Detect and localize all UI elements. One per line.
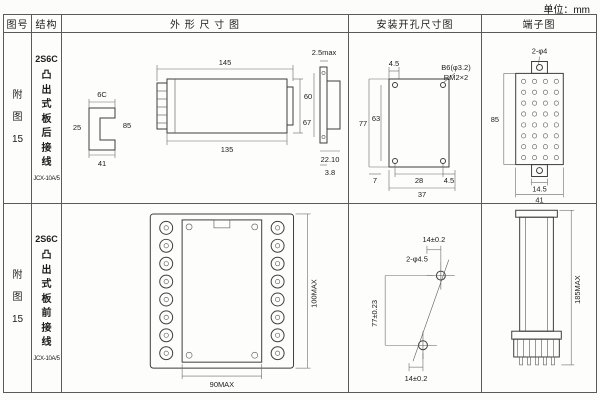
dim-label-cutout-height-outer: 77 [359,119,367,128]
structure-row1: 2S6C 凸 出 式 板 后 接 线 JCX-10A/5 [32,33,62,204]
dim-label-terminal-width-outer: 41 [535,195,543,203]
fig-no-row2: 附 图 15 [4,204,32,392]
terminal-board-view [503,56,564,198]
dim-label-depth-step: 3.8 [325,168,335,177]
structure-desc-row2: 凸 出 式 板 前 接 线 [41,250,52,349]
relay-front-view [149,213,311,380]
dim-label-hole-spec-front: 2-φ4.5 [406,255,428,264]
dim-label-hole-spacing: 77±0.23 [370,300,379,327]
terminal-drawing-rear: 2-φ4 85 14.5 41 [491,47,564,203]
dim-label-clip-left: 25 [73,123,81,132]
dim-label-flange-thickness: 2.5max [312,48,337,57]
terminal-drawing-front: 185MAX [511,209,582,366]
dim-label-terminal-width-inner: 14.5 [532,184,546,193]
relay-side-view [156,65,303,145]
outline-drawing-rear: 6C 25 85 41 [73,48,341,177]
outline-drawing-front: 90MAX 100MAX [149,213,318,389]
dim-label-front-width: 90MAX [210,380,234,389]
header-terminal: 端子图 [482,15,596,33]
structure-desc-row1: 凸 出 式 板 后 接 线 [41,70,52,169]
header-outline: 外 形 尺 寸 图 [62,15,349,33]
header-mounting: 安装开孔尺寸图 [349,15,482,33]
dim-label-clip-top: 6C [97,90,107,99]
mounting-holes-view [384,245,455,372]
dim-label-terminal-hole-spec: 2-φ4 [532,47,548,56]
dim-label-terminal-height: 85 [491,115,499,124]
fig-no-row1: 附 图 15 [4,33,32,204]
structure-relay-type-row2: JCX-10A/5 [33,355,60,362]
structure-relay-type-row1: JCX-10A/5 [33,175,60,182]
mounting-drawing-front: 14±0.2 2-φ4.5 77±0.23 14±0.2 [370,235,455,383]
mounting-cell-row1: 4.5 B6(φ3.2) RM2×2 77 63 7 28 4.5 37 [349,33,482,204]
dim-label-front-height: 100MAX [309,279,318,308]
header-fig-no: 图号 [4,15,32,33]
dim-label-hole-offset-bottom: 14±0.2 [405,374,428,383]
outline-cell-row1: 6C 25 85 41 [62,33,349,204]
dim-label-body-height: 67 [303,118,311,127]
clip-side-view [88,99,116,158]
dim-label-cutout-offset-bl: 7 [373,176,377,185]
panel-cutout-view [368,67,456,191]
dim-label-body-top: 145 [219,58,232,67]
relay-profile-view [511,209,575,366]
dim-label-cutout-offset-br: 4.5 [444,176,454,185]
outline-cell-row2: 90MAX 100MAX [62,204,349,392]
terminal-cell-row2: 185MAX [482,204,596,392]
relay-rear-view [313,60,341,166]
unit-label: 单位：mm [543,5,590,16]
dim-label-hole-offset-top: 14±0.2 [423,235,446,244]
drawing-table: 图号 结构 外 形 尺 寸 图 安装开孔尺寸图 端子图 附 图 15 2S6C … [3,14,597,393]
dim-label-thread-spec: RM2×2 [444,73,468,82]
structure-row2: 2S6C 凸 出 式 板 前 接 线 JCX-10A/5 [32,204,62,392]
dim-label-cutout-width-inner: 28 [415,176,423,185]
dim-label-cutout-height-inner: 63 [372,114,380,123]
dim-label-cutout-offset-top: 4.5 [389,59,399,68]
header-structure: 结构 [32,15,62,33]
dim-label-cutout-width-outer: 37 [418,190,426,199]
mounting-drawing-rear: 4.5 B6(φ3.2) RM2×2 77 63 7 28 4.5 37 [359,59,471,199]
structure-model-row2: 2S6C [35,234,58,245]
dim-label-flange-height: 60 [304,92,312,101]
terminal-cell-row1: 2-φ4 85 14.5 41 [482,33,596,204]
dim-label-hole-spec: B6(φ3.2) [441,63,471,72]
dim-label-profile-height: 185MAX [573,275,582,304]
dim-label-clip-right: 85 [123,121,131,130]
dim-label-depth-total: 22.10 [321,155,340,164]
dim-label-body-bottom: 135 [221,145,234,154]
structure-model-row1: 2S6C [35,54,58,65]
dim-label-clip-bottom: 41 [98,159,106,168]
mounting-cell-row2: 14±0.2 2-φ4.5 77±0.23 14±0.2 [349,204,482,392]
